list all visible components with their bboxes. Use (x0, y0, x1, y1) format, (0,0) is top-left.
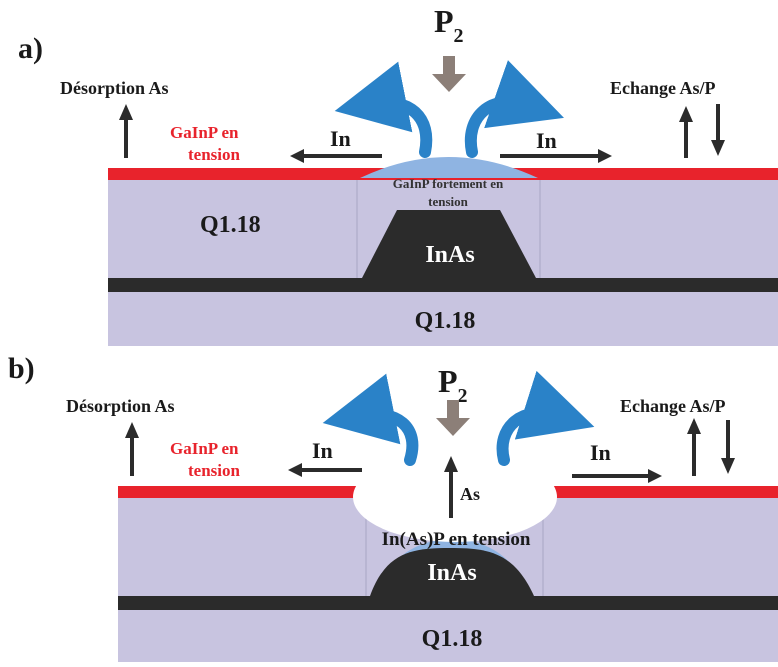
panel-a-desorption-arrowhead (119, 104, 133, 120)
panel-a-gainp-cap (360, 157, 538, 178)
panel-a-gainp-label-line2: tension (188, 145, 241, 164)
panel-b-q118-lower-layer (118, 610, 778, 662)
panel-b-cap-label: In(As)P en tension (382, 529, 531, 550)
panel-b-as-arrowhead (444, 456, 458, 472)
panel-a-exchange-down-arrowhead (711, 140, 725, 156)
panel-b-in-right-arrowhead (648, 469, 662, 483)
panel-a-gainp-label-line1: GaInP en (170, 123, 239, 142)
panel-a-cap-label-line1: GaInP fortement en (393, 176, 504, 191)
panel-a-in-right-arrowhead (598, 149, 612, 163)
panel-a-inas-dot (362, 210, 536, 278)
panel-b-gainp-label-line2: tension (188, 461, 241, 480)
panel-a: a) P2 In In Désorption As GaInP en tensi… (18, 3, 778, 346)
panel-b-in-left-arrowhead (288, 463, 302, 477)
panel-b-exchange-label: Echange As/P (620, 396, 726, 416)
panel-a-in-right-label: In (536, 128, 557, 153)
panel-a-p2-label: P2 (434, 3, 464, 47)
panel-a-cap-label-line2: tension (428, 194, 469, 209)
panel-b-desorption-arrowhead (125, 422, 139, 438)
panel-b-desorption-label: Désorption As (66, 396, 175, 416)
panel-a-wetting-layer (108, 278, 778, 292)
panel-a-in-migration-left-arrow (334, 61, 433, 158)
panel-a-exchange-label: Echange As/P (610, 78, 716, 98)
panel-b-q118-lower-label: Q1.18 (422, 626, 483, 652)
panel-b-inas-label: InAs (427, 560, 476, 586)
panel-b-letter: b) (8, 352, 35, 385)
panel-b-in-migration-right-arrow (496, 370, 595, 466)
panel-a-q118-lower-label: Q1.18 (415, 308, 476, 334)
panel-a-in-left-label: In (330, 126, 351, 151)
panel-a-in-left-arrowhead (290, 149, 304, 163)
panel-b-gainp-label-line1: GaInP en (170, 439, 239, 458)
panel-a-in-migration-right-arrow (464, 60, 564, 158)
panel-b-in-left-label: In (312, 438, 333, 463)
panel-a-p2-flux-arrow (432, 56, 466, 92)
panel-a-inas-label: InAs (425, 242, 474, 268)
panel-a-q118-upper-label: Q1.18 (200, 212, 261, 238)
panel-b-inas-dot (370, 548, 534, 596)
panel-b-as-label: As (460, 484, 480, 504)
panel-a-desorption-label: Désorption As (60, 78, 169, 98)
panel-b-exchange-up-arrowhead (687, 418, 701, 434)
panel-b-exchange-down-arrowhead (721, 458, 735, 474)
panel-b-p2-flux-arrow (436, 400, 470, 436)
panel-b-wetting-layer (118, 596, 778, 610)
panel-b-dissolution-cavity (353, 452, 557, 542)
panel-b-p2-label: P2 (438, 363, 468, 407)
panel-a-q118-lower-layer (108, 292, 778, 346)
panel-b-in-right-label: In (590, 440, 611, 465)
panel-a-letter: a) (18, 32, 43, 65)
panel-a-exchange-up-arrowhead (679, 106, 693, 122)
panel-b: b) P2 In In As Désorption As (8, 352, 778, 662)
panel-b-in-migration-left-arrow (322, 373, 419, 466)
